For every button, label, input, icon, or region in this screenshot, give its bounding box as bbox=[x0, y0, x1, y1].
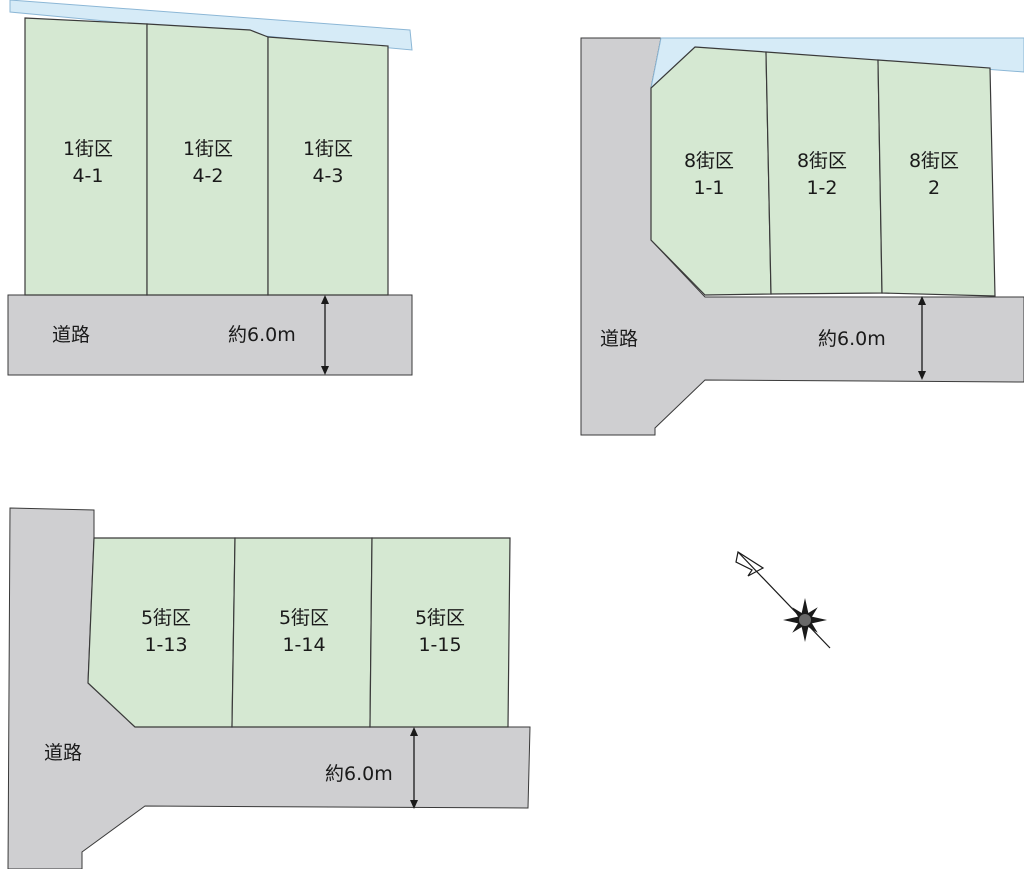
lot-label-number: 1-1 bbox=[693, 177, 724, 199]
compass-star-icon bbox=[783, 598, 827, 642]
lot-label-block: 8街区 bbox=[684, 150, 734, 172]
lot-label-block: 8街区 bbox=[797, 150, 847, 172]
lot-label-number: 1-14 bbox=[282, 634, 325, 656]
dimension-arrow-down-icon bbox=[918, 371, 926, 380]
north-arrow-compass-icon bbox=[735, 551, 831, 649]
lot-label-block: 1街区 bbox=[303, 138, 353, 160]
lot-5-1-15[interactable] bbox=[369, 537, 511, 728]
road-width-label: 約6.0m bbox=[818, 328, 886, 350]
dimension-arrow-up-icon bbox=[321, 295, 329, 304]
block-1-plan: 1街区 4-1 1街区 4-2 1街区 4-3 道路 約6.0m bbox=[7, 0, 413, 376]
lot-label-number: 2 bbox=[928, 177, 940, 199]
lot-8-2[interactable] bbox=[877, 59, 996, 297]
dimension-arrow-down-icon bbox=[410, 800, 418, 809]
lot-label-number: 4-3 bbox=[312, 165, 343, 187]
lot-label-number: 1-13 bbox=[144, 634, 187, 656]
lot-5-1-14[interactable] bbox=[231, 537, 373, 728]
lot-label-number: 4-1 bbox=[72, 165, 103, 187]
dimension-arrow-up-icon bbox=[918, 296, 926, 305]
lot-label-block: 1街区 bbox=[183, 138, 233, 160]
lot-label-block: 5街区 bbox=[141, 607, 191, 629]
lot-label-number: 4-2 bbox=[192, 165, 223, 187]
road-width-label: 約6.0m bbox=[228, 324, 296, 346]
lot-label-block: 5街区 bbox=[279, 607, 329, 629]
lot-5-1-13[interactable] bbox=[87, 537, 236, 728]
lot-label-block: 5街区 bbox=[415, 607, 465, 629]
block-5-plan: 5街区 1-13 5街区 1-14 5街区 1-15 道路 約6.0m bbox=[7, 507, 531, 869]
road-label: 道路 bbox=[52, 324, 90, 346]
lot-label-block: 8街区 bbox=[909, 150, 959, 172]
lot-1-4-3[interactable] bbox=[267, 36, 389, 296]
water-channel bbox=[9, 0, 413, 51]
road-width-label: 約6.0m bbox=[325, 763, 393, 785]
road-label: 道路 bbox=[44, 742, 82, 764]
lot-8-1-2[interactable] bbox=[765, 51, 883, 295]
lot-label-block: 1街区 bbox=[63, 138, 113, 160]
lot-label-number: 1-2 bbox=[806, 177, 837, 199]
block-8-plan: 8街区 1-1 8街区 1-2 8街区 2 道路 約6.0m bbox=[580, 37, 1024, 436]
road bbox=[7, 294, 413, 376]
road bbox=[7, 507, 531, 869]
dimension-arrow-down-icon bbox=[321, 366, 329, 375]
road-label: 道路 bbox=[600, 328, 638, 350]
lot-label-number: 1-15 bbox=[418, 634, 461, 656]
dimension-arrow-up-icon bbox=[410, 727, 418, 736]
